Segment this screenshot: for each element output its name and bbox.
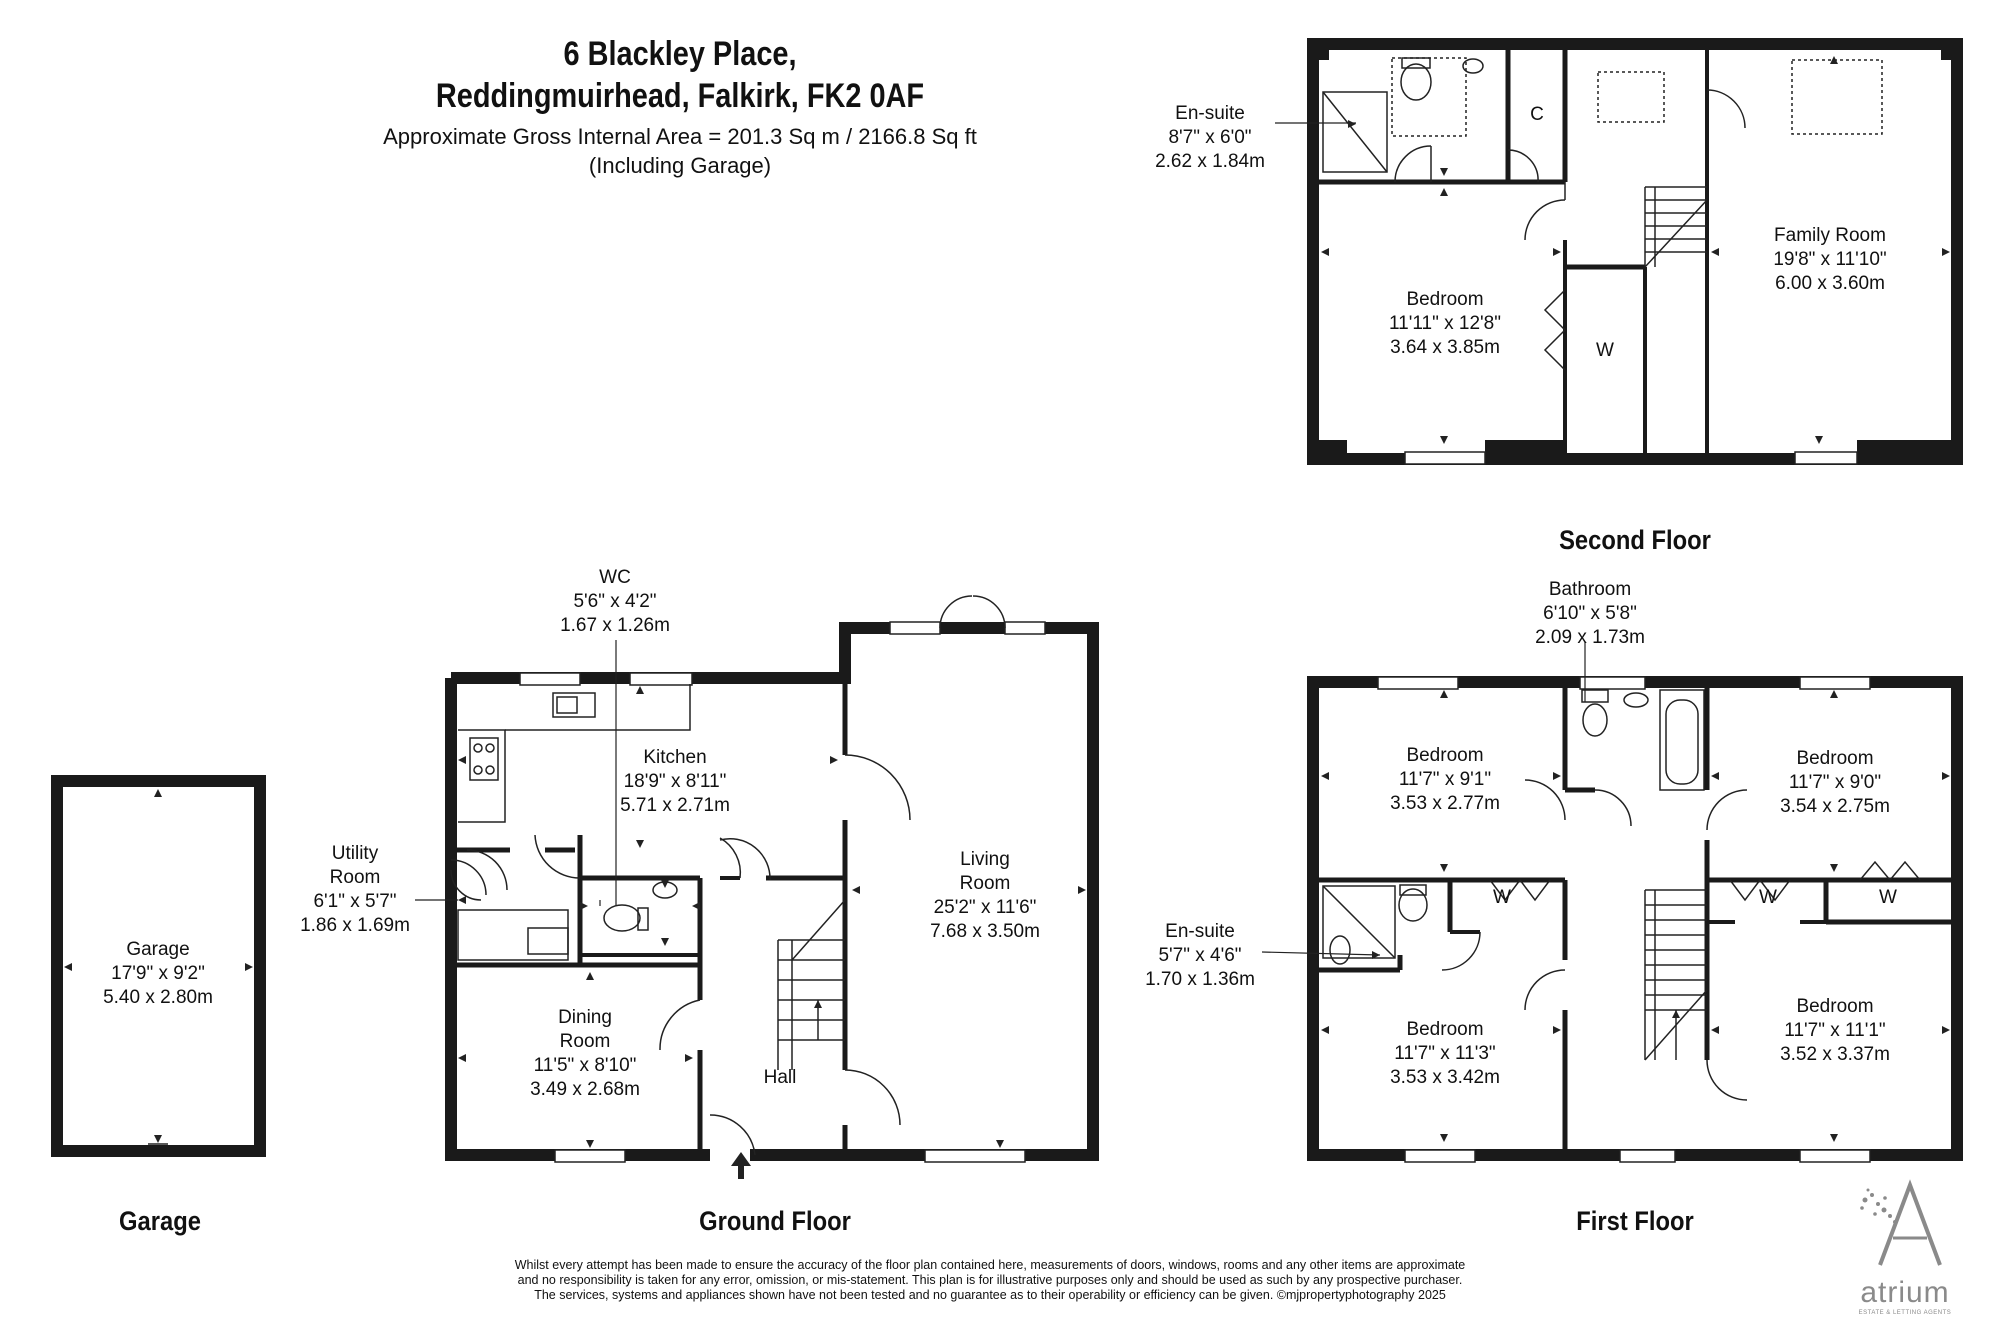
room-name: Garage [126,939,190,960]
cupboard-label: C [1530,104,1544,125]
wardrobe-label-first-2: W [1759,887,1777,908]
room-name: Kitchen [643,747,707,768]
room-label-first-bedroom-1: Bedroom 11'7" x 9'1" 3.53 x 2.77m [1365,744,1525,816]
atrium-logo-tagline: ESTATE & LETTING AGENTS [1858,1310,1952,1316]
room-dimensions-imperial: 19'8" x 11'10" [1773,249,1887,270]
room-label-first-bedroom-2: Bedroom 11'7" x 9'0" 3.54 x 2.75m [1755,747,1915,819]
room-dimensions-metric: 3.54 x 2.75m [1780,796,1890,817]
room-name: Bedroom [1796,748,1874,769]
room-dimensions-imperial: 17'9" x 9'2" [111,963,205,984]
including-garage-note: (Including Garage) [588,153,772,178]
room-name: Dining [558,1007,612,1028]
room-dimensions-metric: 3.49 x 2.68m [530,1079,640,1100]
room-label-utility-room: Utility Room 6'1" x 5'7" 1.86 x 1.69m [290,842,420,938]
first-floor-label: First Floor [1576,1206,1694,1236]
room-dimensions-imperial: 6'1" x 5'7" [313,891,397,912]
first-floor-plan [1307,676,1963,1163]
room-name-line-2: Room [959,873,1011,894]
room-label-second-ensuite: En-suite 8'7" x 6'0" 2.62 x 1.84m [1140,102,1280,174]
room-dimensions-imperial: 11'7" x 11'1" [1784,1020,1886,1041]
second-floor-plan [1307,38,1963,465]
room-name: Utility [331,843,379,864]
ground-floor-plan [445,595,1099,1179]
room-dimensions-metric: 6.00 x 3.60m [1775,273,1885,294]
room-dimensions-metric: 1.70 x 1.36m [1145,969,1255,990]
garage-plan [51,775,266,1157]
room-name: Bedroom [1406,1019,1484,1040]
room-dimensions-metric: 3.52 x 3.37m [1780,1044,1890,1065]
wardrobe-label-first-3: W [1879,887,1897,908]
room-label-wc: WC 5'6" x 4'2" 1.67 x 1.26m [555,566,675,638]
second-floor-label: Second Floor [1559,525,1711,555]
room-label-first-ensuite: En-suite 5'7" x 4'6" 1.70 x 1.36m [1135,920,1265,992]
disclaimer-line-3: The services, systems and appliances sho… [534,1288,1446,1302]
room-name: Bathroom [1548,579,1632,600]
room-dimensions-imperial: 11'7" x 11'3" [1394,1043,1496,1064]
room-name: Living [960,849,1010,870]
room-dimensions-imperial: 11'11" x 12'8" [1389,313,1501,334]
room-name: WC [599,567,631,588]
garage-floor-label: Garage [119,1206,201,1236]
room-dimensions-imperial: 5'6" x 4'2" [573,591,657,612]
room-dimensions-imperial: 18'9" x 8'11" [623,771,727,792]
room-dimensions-imperial: 11'5" x 8'10" [533,1055,637,1076]
room-dimensions-metric: 5.71 x 2.71m [620,795,730,816]
room-name: Family Room [1774,225,1886,246]
room-name-line-2: Room [559,1031,611,1052]
room-dimensions-metric: 3.53 x 2.77m [1390,793,1500,814]
room-dimensions-metric: 2.62 x 1.84m [1155,151,1265,172]
room-dimensions-metric: 3.53 x 3.42m [1390,1067,1500,1088]
room-name: En-suite [1165,921,1235,942]
room-label-first-bedroom-3: Bedroom 11'7" x 11'3" 3.53 x 3.42m [1365,1018,1525,1090]
room-name: Bedroom [1406,289,1484,310]
room-label-family-room: Family Room 19'8" x 11'10" 6.00 x 3.60m [1745,224,1915,296]
room-name: En-suite [1175,103,1245,124]
room-label-second-bedroom: Bedroom 11'11" x 12'8" 3.64 x 3.85m [1360,288,1530,360]
room-name: Bedroom [1406,745,1484,766]
wardrobe-label-first-1: W [1493,887,1511,908]
room-dimensions-imperial: 5'7" x 4'6" [1158,945,1242,966]
address-line-1: 6 Blackley Place, [563,35,797,73]
room-dimensions-metric: 1.86 x 1.69m [300,915,410,936]
disclaimer-line-2: and no responsibility is taken for any e… [517,1273,1463,1287]
room-dimensions-imperial: 25'2" x 11'6" [933,897,1037,918]
atrium-logo-text: atrium [1860,1276,1950,1309]
room-label-living-room: Living Room 25'2" x 11'6" 7.68 x 3.50m [910,848,1060,944]
address-line-2: Reddingmuirhead, Falkirk, FK2 0AF [435,77,925,115]
wardrobe-label-second: W [1596,340,1614,361]
disclaimer: Whilst every attempt has been made to en… [420,1258,1560,1303]
room-label-first-bedroom-4: Bedroom 11'7" x 11'1" 3.52 x 3.37m [1755,995,1915,1067]
room-name: Bedroom [1796,996,1874,1017]
room-dimensions-imperial: 11'7" x 9'1" [1398,769,1492,790]
room-dimensions-metric: 7.68 x 3.50m [930,921,1040,942]
room-dimensions-metric: 2.09 x 1.73m [1535,627,1645,648]
room-label-hall: Hall [763,1067,797,1088]
leader-lines [415,122,1586,956]
room-dimensions-imperial: 8'7" x 6'0" [1168,127,1252,148]
atrium-logo-mark [1860,1179,1942,1266]
room-dimensions-imperial: 11'7" x 9'0" [1788,772,1882,793]
room-dimensions-imperial: 6'10" x 5'8" [1543,603,1637,624]
room-name-line-2: Room [329,867,381,888]
ground-floor-label: Ground Floor [699,1206,851,1236]
disclaimer-line-1: Whilst every attempt has been made to en… [514,1258,1466,1272]
room-dimensions-metric: 5.40 x 2.80m [103,987,213,1008]
room-label-garage: Garage 17'9" x 9'2" 5.40 x 2.80m [88,938,228,1010]
room-label-dining-room: Dining Room 11'5" x 8'10" 3.49 x 2.68m [510,1006,660,1102]
room-dimensions-metric: 1.67 x 1.26m [560,615,670,636]
gross-internal-area: Approximate Gross Internal Area = 201.3 … [383,124,977,149]
room-label-bathroom: Bathroom 6'10" x 5'8" 2.09 x 1.73m [1520,578,1660,650]
room-dimensions-metric: 3.64 x 3.85m [1390,337,1500,358]
room-label-kitchen: Kitchen 18'9" x 8'11" 5.71 x 2.71m [600,746,750,818]
